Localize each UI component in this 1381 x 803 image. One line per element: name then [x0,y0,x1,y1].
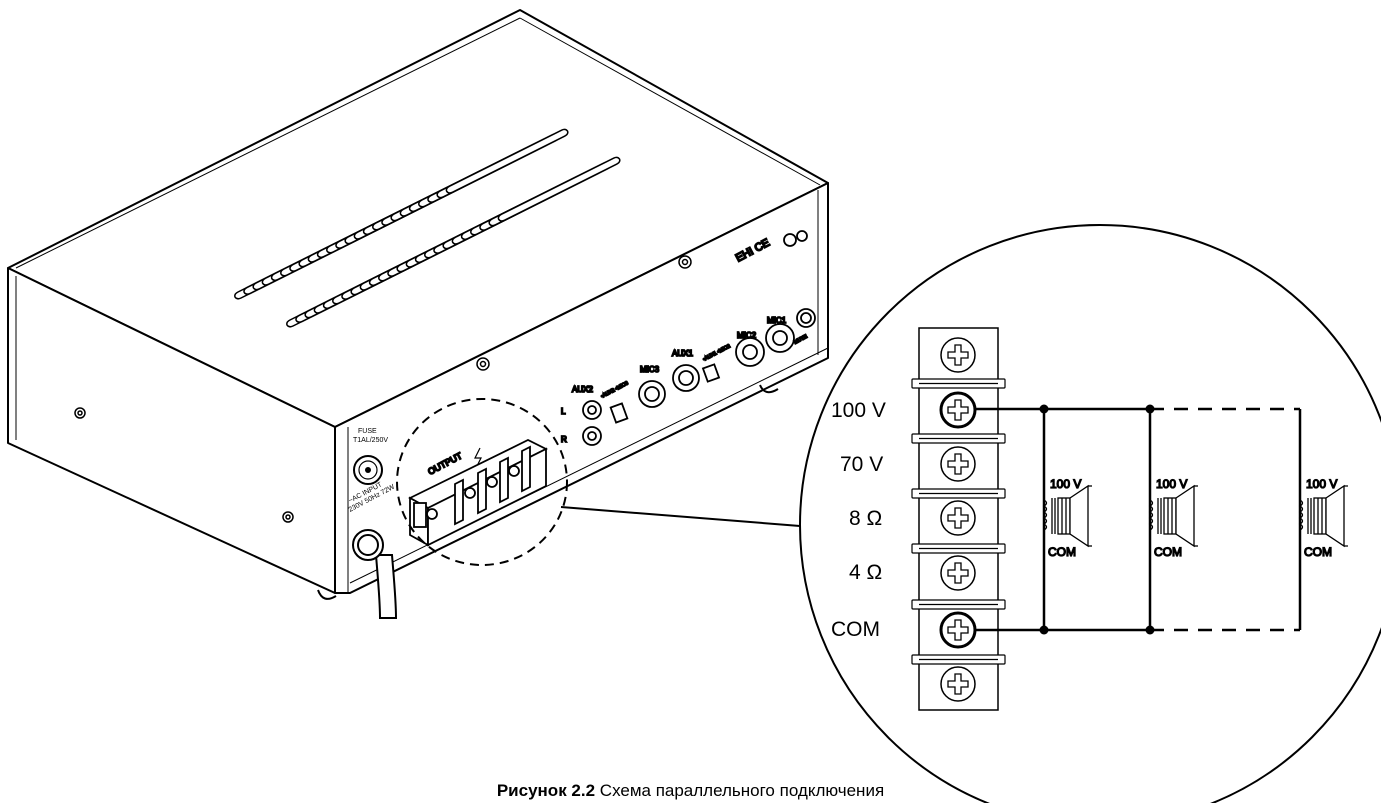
figure-number: Рисунок 2.2 [496,781,596,800]
transformer-coil-icon [1148,499,1154,531]
zoom-circle [799,224,1381,803]
speaker-label-com: COM [1048,545,1076,559]
plus-icon [947,562,969,584]
speaker: 100 V COM [1042,476,1092,560]
plus-icon [947,344,969,366]
aux1-label: AUX1 [672,349,693,358]
speaker: 100 V COM [1148,476,1198,560]
vent-slot [497,156,621,222]
case-screws [74,255,692,523]
ventilation-slots [234,128,621,328]
wiring [975,407,1302,632]
plus-icon [947,619,969,641]
power-cord [352,529,398,619]
wire-junctions [1039,404,1155,635]
plus-icon [947,507,969,529]
zoom-content: 100 V COM 100 V COM 100 V COM [911,327,1348,711]
vent-slot [445,128,569,194]
aux2-label: AUX2 [572,385,593,394]
l-label: L [561,407,566,416]
terminal-highlight [396,398,568,566]
terminal-labels: 100 V 70 V 8 Ω 4 Ω COM [831,399,886,641]
transformer-coil-icon [1298,499,1304,531]
mic3-label: MIC3 [640,365,660,374]
terminal-screws [939,337,977,702]
r-label: R [561,435,567,444]
transformer-coil-icon [1042,499,1048,531]
lightning-icon [474,447,482,469]
terminal-label-100v: 100 V [831,399,886,422]
speaker-label-com: COM [1304,545,1332,559]
speakers: 100 V COM 100 V COM 100 V COM [1042,476,1348,560]
terminal-label-70v: 70 V [840,453,883,476]
figure-title: Схема параллельного подключения [595,781,885,800]
terminal-label-com: COM [831,618,880,641]
speaker-label-100v: 100 V [1050,477,1081,491]
zoom-leader-line [560,506,801,527]
plus-icon [947,673,969,695]
terminal-separators [911,378,1006,665]
plus-icon [947,453,969,475]
plus-icon [947,399,969,421]
terminal-label-4ohm: 4 Ω [849,561,882,584]
speaker-label-com: COM [1154,545,1182,559]
speaker: 100 V COM [1298,476,1348,560]
mic2-label: MIC2 [737,331,757,340]
fuse-rating-label: T1AL/250V [353,437,388,444]
speaker-label-100v: 100 V [1306,477,1337,491]
fuse-label: FUSE [358,428,377,435]
terminal-label-8ohm: 8 Ω [849,507,882,530]
speaker-label-100v: 100 V [1156,477,1187,491]
mic1-label: MIC1 [767,316,787,325]
figure-caption: Рисунок 2.2 Схема параллельного подключе… [0,781,1381,801]
